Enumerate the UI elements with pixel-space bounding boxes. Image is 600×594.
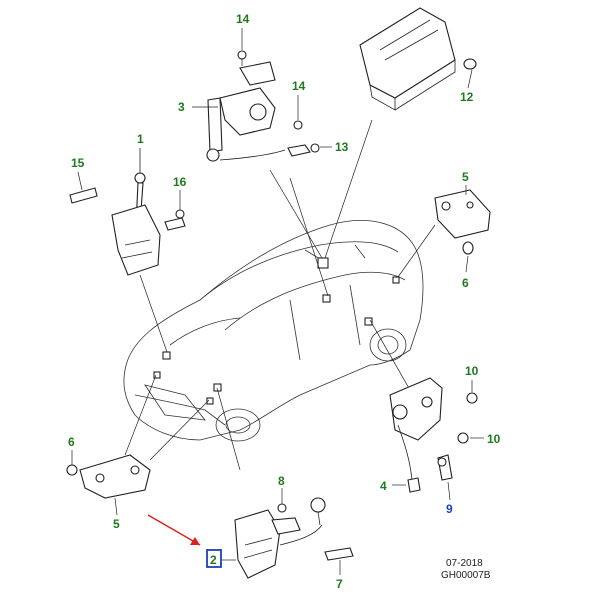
front-left-height-sensor — [69, 148, 186, 276]
callout-5-bottom: 5 — [113, 517, 120, 531]
callout-12: 12 — [460, 90, 474, 104]
lower-left-bracket — [66, 450, 151, 516]
control-module — [359, 7, 477, 111]
callout-9: 9 — [446, 502, 453, 516]
callout-16: 16 — [173, 175, 187, 189]
callout-8: 8 — [278, 474, 285, 488]
leader-lines — [124, 119, 436, 471]
callout-4: 4 — [380, 479, 387, 493]
footer-date: 07-2018 — [446, 558, 483, 569]
callout-2: 2 — [210, 553, 217, 567]
front-right-height-sensor — [222, 488, 354, 579]
footer-code: GH00007B — [441, 570, 491, 581]
right-bracket-sensor — [434, 185, 491, 273]
callout-10-mid: 10 — [487, 432, 501, 446]
callout-10-top: 10 — [465, 364, 479, 378]
highlight-box — [206, 549, 222, 568]
callout-13: 13 — [335, 140, 349, 154]
callout-6-bottom: 6 — [68, 435, 75, 449]
rear-right-height-sensor — [389, 377, 484, 501]
callout-14-mid: 14 — [292, 79, 306, 93]
car-outline — [123, 220, 424, 442]
callout-5-top: 5 — [462, 170, 469, 184]
callout-7: 7 — [336, 577, 343, 591]
callout-14-top: 14 — [236, 12, 250, 26]
car-sensor-markers — [153, 257, 400, 405]
callout-1: 1 — [137, 132, 144, 146]
callout-15: 15 — [71, 156, 85, 170]
callout-6-top: 6 — [462, 276, 469, 290]
highlight-arrow — [147, 514, 201, 546]
callout-3: 3 — [178, 100, 185, 114]
rear-height-sensor-assembly — [192, 28, 332, 162]
